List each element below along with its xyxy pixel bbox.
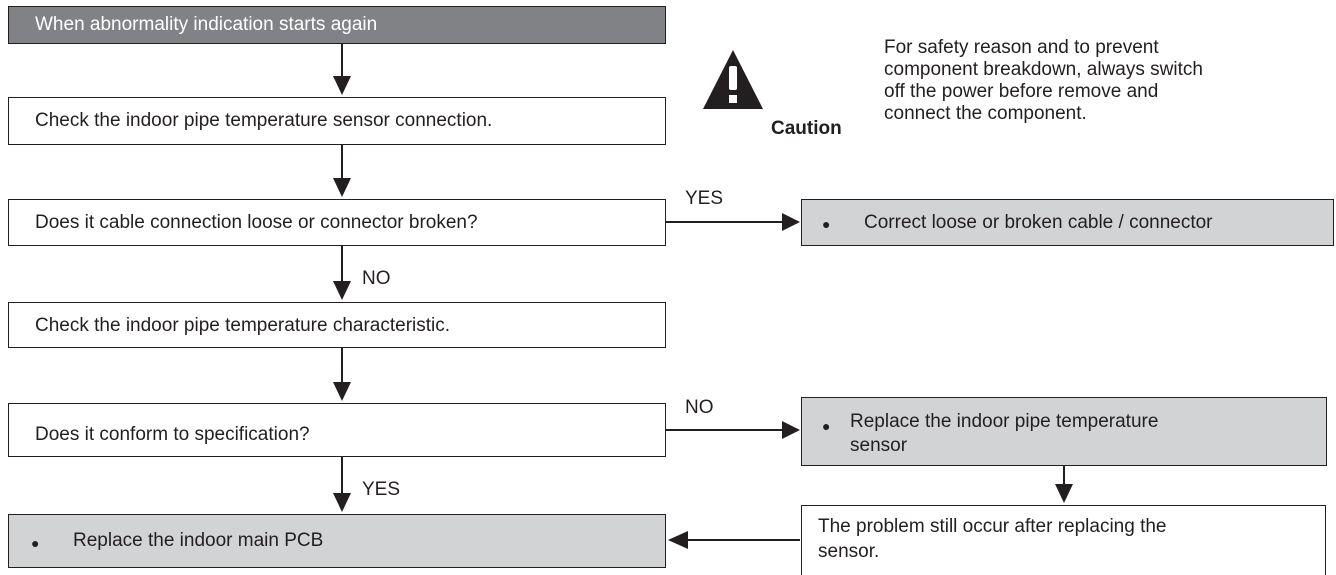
caution-line: connect the component. <box>884 103 1087 124</box>
action-replace-pcb: ● Replace the indoor main PCB <box>8 514 666 568</box>
question-conform-spec: Does it conform to specification? <box>8 403 666 457</box>
caution-label: Caution <box>771 118 842 139</box>
step-check-characteristic-text: Check the indoor pipe temperature charac… <box>35 315 451 336</box>
action-correct-cable: ● Correct loose or broken cable / connec… <box>801 199 1334 246</box>
question-cable-loose-text: Does it cable connection loose or connec… <box>35 212 478 233</box>
arrowhead-final <box>333 493 351 512</box>
followup-line1: The problem still occur after replacing … <box>818 516 1167 537</box>
question-conform-spec-text: Does it conform to specification? <box>35 424 310 445</box>
question-cable-loose: Does it cable connection loose or connec… <box>8 199 666 246</box>
arrowhead-action2 <box>782 421 800 439</box>
step-check-connection-text: Check the indoor pipe temperature sensor… <box>35 110 493 131</box>
arrowhead-q2 <box>333 382 351 401</box>
caution-line: For safety reason and to prevent <box>884 37 1159 58</box>
caution-line: component breakdown, always switch <box>884 59 1203 80</box>
arrowhead-action1 <box>782 213 800 231</box>
arrowhead-step1 <box>333 76 351 95</box>
arrowhead-step2 <box>333 281 351 300</box>
arrowhead-followup <box>1055 484 1073 503</box>
no-label-q2: NO <box>685 397 714 418</box>
action-replace-sensor-line2: sensor <box>850 435 908 456</box>
yes-label-q2: YES <box>362 479 401 500</box>
arrowhead-q1 <box>333 178 351 197</box>
arrowhead-final-left <box>668 531 688 549</box>
action-replace-pcb-text: Replace the indoor main PCB <box>73 530 324 551</box>
caution-note: For safety reason and to prevent compone… <box>884 37 1203 125</box>
bullet-icon: ● <box>822 418 831 434</box>
bullet-icon: ● <box>822 216 831 232</box>
yes-label-q1: YES <box>685 188 724 209</box>
step-check-connection: Check the indoor pipe temperature sensor… <box>8 97 666 145</box>
action-correct-cable-text: Correct loose or broken cable / connecto… <box>864 212 1213 233</box>
followup-line2: sensor. <box>818 541 880 562</box>
step-check-characteristic: Check the indoor pipe temperature charac… <box>8 302 666 348</box>
action-replace-sensor: ● Replace the indoor pipe temperature se… <box>801 397 1327 466</box>
no-label-q1: NO <box>362 268 391 289</box>
action-replace-sensor-line1: Replace the indoor pipe temperature <box>850 411 1159 432</box>
exclamation-dot <box>729 95 737 103</box>
start-box: When abnormality indication starts again <box>8 6 666 44</box>
start-text: When abnormality indication starts again <box>35 14 378 35</box>
followup-box: The problem still occur after replacing … <box>801 505 1326 575</box>
bullet-icon: ● <box>31 535 40 551</box>
exclamation-bar <box>729 66 737 90</box>
caution-line: off the power before remove and <box>884 81 1159 102</box>
